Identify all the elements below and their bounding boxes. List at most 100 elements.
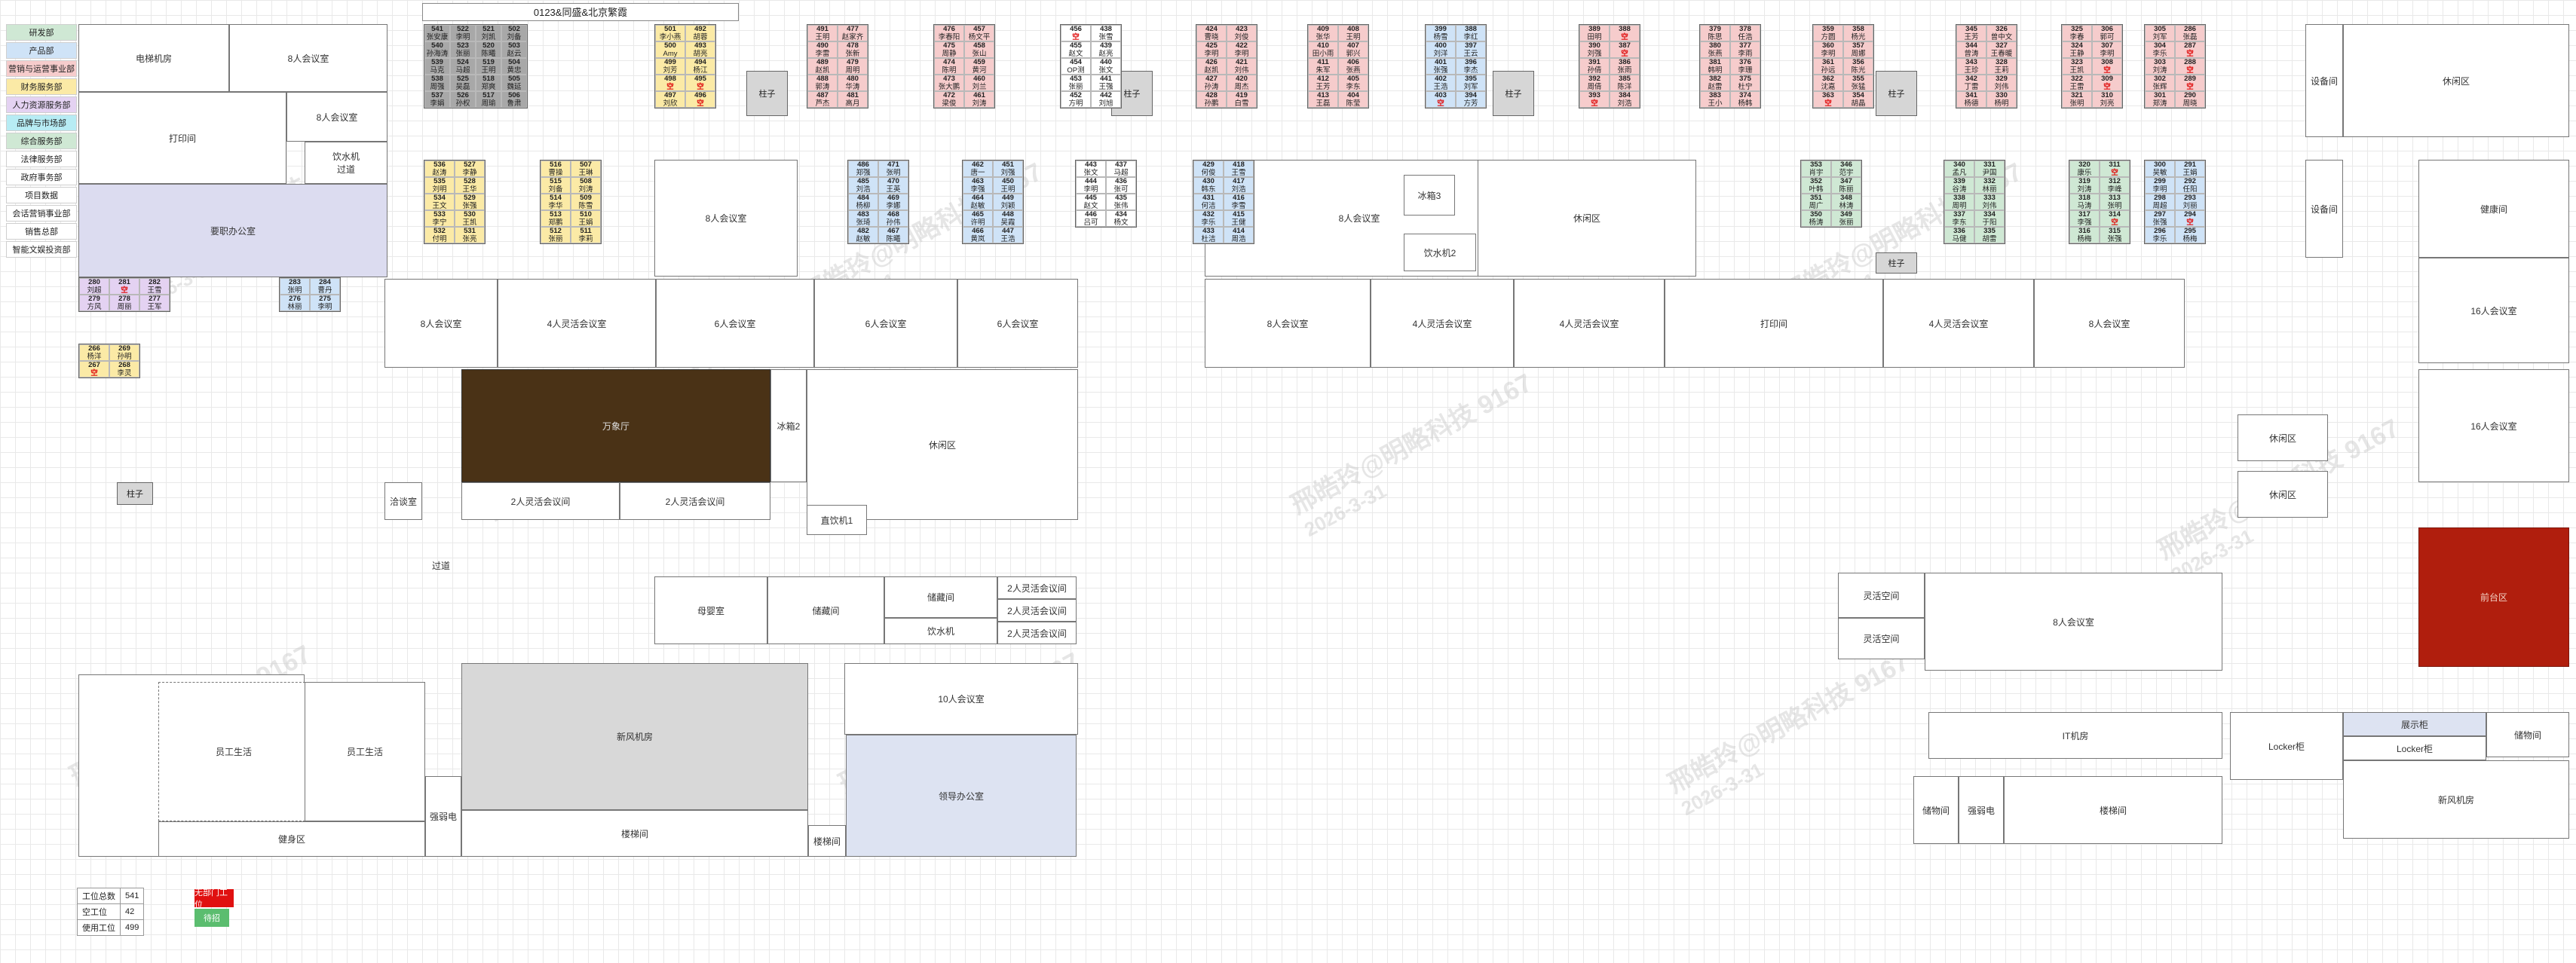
locker[interactable]: Locker柜 <box>2230 712 2343 780</box>
flex-room[interactable]: 4人灵活会议室 <box>1514 279 1665 368</box>
flex-room[interactable]: 2人灵活会议间 <box>997 599 1077 622</box>
meeting-room[interactable]: 6人会议室 <box>656 279 814 368</box>
meeting-room[interactable]: 8人会议室 <box>1925 573 2222 671</box>
